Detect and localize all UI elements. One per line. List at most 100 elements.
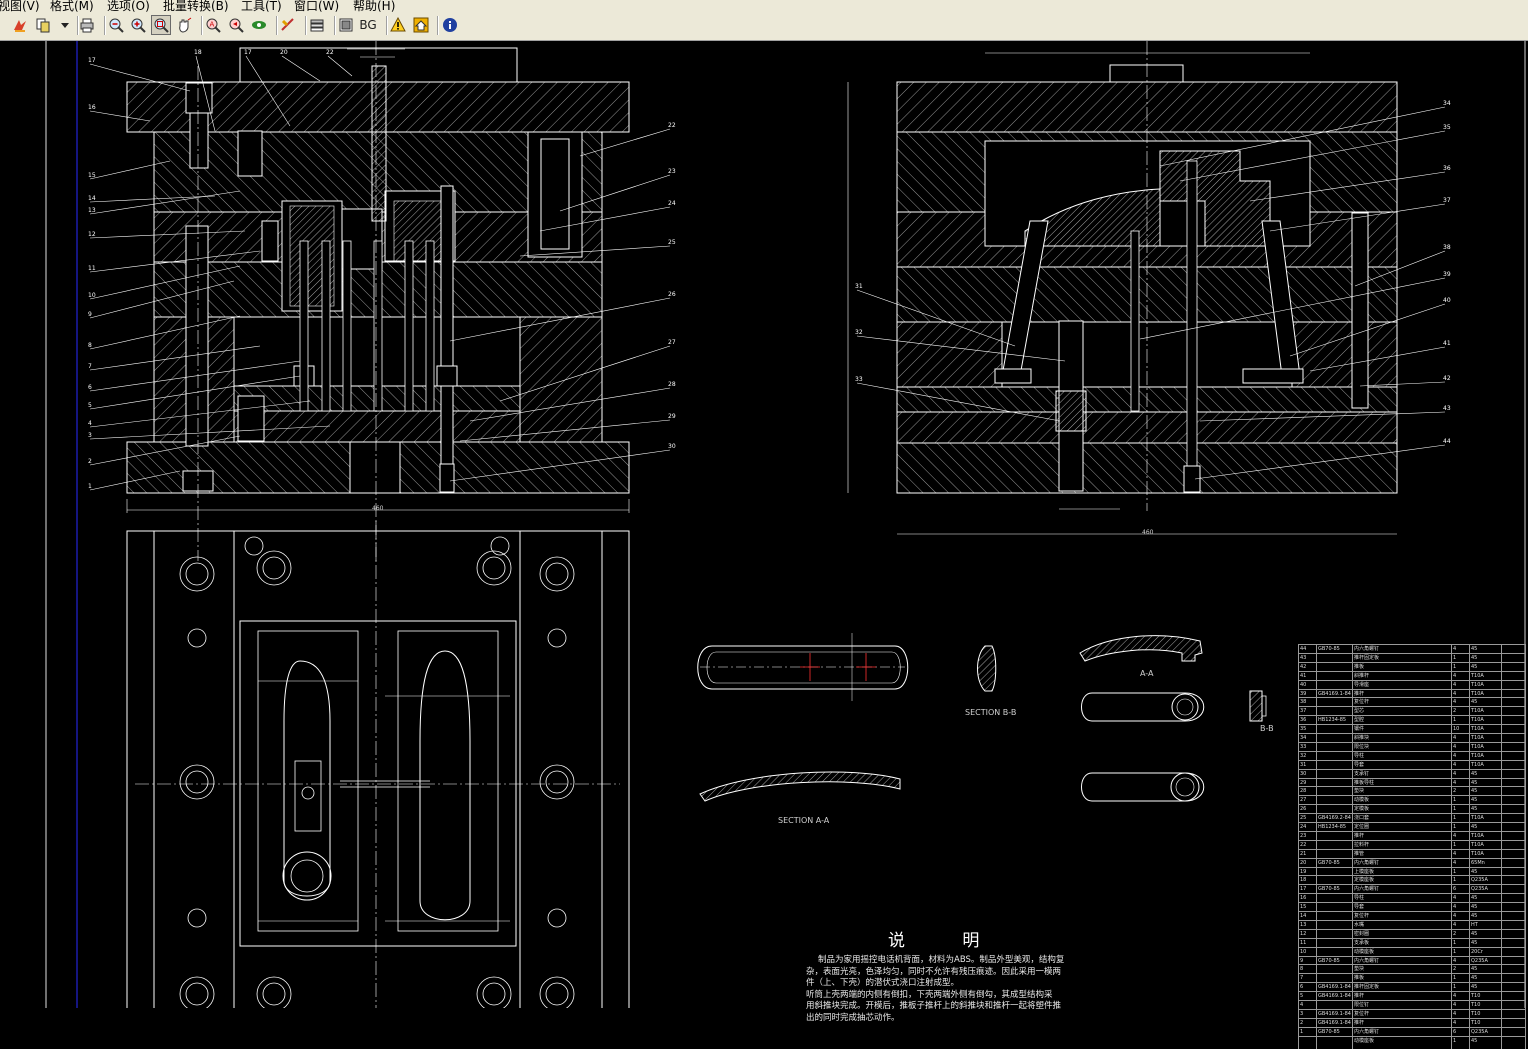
- callout-right-23: 23: [559, 168, 676, 212]
- bom-cell: T10A: [1471, 690, 1484, 697]
- open-file-button[interactable]: [10, 15, 30, 35]
- bom-cell: 17: [1300, 886, 1307, 893]
- callout-right-view-33: 33: [855, 376, 1061, 422]
- menu-item-0[interactable]: 视图(V): [0, 0, 40, 13]
- zoom-previous-button[interactable]: [226, 15, 246, 35]
- menu-item-6[interactable]: 帮助(H): [353, 0, 396, 13]
- bom-cell: 45: [1471, 895, 1478, 902]
- bom-cell: 镶件: [1354, 726, 1365, 733]
- callout-right-28: 28: [469, 381, 676, 422]
- plan-hole-7-1: [482, 556, 506, 580]
- bom-cell: 65Mn: [1471, 859, 1485, 866]
- menu-item-3[interactable]: 批量转换(B): [163, 0, 229, 13]
- bom-cell: 1: [1453, 877, 1457, 884]
- bom-cell: 1: [1453, 939, 1457, 946]
- bom-cell: 4: [1453, 1010, 1457, 1017]
- callout-top-20: 20: [280, 49, 321, 82]
- svg-text:3: 3: [88, 432, 92, 439]
- home-button[interactable]: [411, 15, 431, 35]
- zoom-window-icon: [154, 18, 169, 33]
- bom-cell: T10: [1471, 1010, 1481, 1017]
- view-eye-icon: [252, 21, 266, 29]
- svg-text:13: 13: [88, 207, 96, 214]
- dropdown-arrow-icon: [61, 23, 69, 28]
- zoom-previous-icon: [229, 18, 244, 33]
- zoom-all-button[interactable]: A: [203, 15, 223, 35]
- bom-cell: 1: [1453, 663, 1457, 670]
- callout-right-view-40: 40: [1289, 297, 1451, 357]
- callout-2: 2: [88, 435, 241, 466]
- bom-column-line: [1298, 644, 1299, 1049]
- bom-cell: 45: [1471, 806, 1478, 813]
- bom-cell: 41: [1300, 672, 1307, 679]
- menu-item-1[interactable]: 格式(M): [50, 0, 94, 13]
- menu-item-5[interactable]: 窗口(W): [294, 0, 340, 13]
- dropdown-arrow-button[interactable]: [55, 15, 75, 35]
- bom-cell: Q235A: [1471, 886, 1488, 893]
- print-button[interactable]: [77, 15, 97, 35]
- open-file-icon: [14, 20, 26, 32]
- zoom-out-button[interactable]: [106, 15, 126, 35]
- copy-button[interactable]: [33, 15, 53, 35]
- plan-small-hole-1: [547, 628, 567, 648]
- bom-cell: 推杆: [1354, 1019, 1365, 1026]
- info-button[interactable]: [440, 15, 460, 35]
- bom-cell: 44: [1300, 646, 1307, 652]
- view-eye-button[interactable]: [249, 15, 269, 35]
- zoom-in-button[interactable]: [128, 15, 148, 35]
- svg-text:11: 11: [88, 265, 96, 272]
- bom-cell: 45: [1471, 654, 1478, 661]
- zoom-window-button[interactable]: [151, 15, 171, 35]
- pan-hand-button[interactable]: [174, 15, 194, 35]
- section-bb-label-2: B-B: [1260, 724, 1274, 733]
- bom-cell: 4: [1453, 672, 1457, 679]
- bom-cell: 定位圈: [1354, 824, 1370, 830]
- bom-cell: 23: [1300, 832, 1307, 839]
- menu-item-2[interactable]: 选项(O): [107, 0, 150, 13]
- toolbar-separator: [201, 16, 203, 35]
- frame-button[interactable]: [336, 15, 356, 35]
- bom-cell: 22: [1300, 841, 1307, 848]
- bom-cell: 33: [1300, 743, 1307, 750]
- notes-line: 出的同时完成抽芯动作。: [806, 1012, 900, 1023]
- bom-cell: 复位杆: [1354, 699, 1370, 706]
- plan-hole-9-0: [476, 976, 512, 1008]
- svg-text:44: 44: [1443, 438, 1451, 445]
- dimension-460-right: 460: [1142, 529, 1154, 536]
- pan-hand-icon: [179, 17, 192, 33]
- measure-button[interactable]: [278, 15, 298, 35]
- bom-cell: 4: [1453, 690, 1457, 697]
- plan-hole-8-1: [262, 982, 286, 1006]
- bom-cell: 45: [1471, 913, 1478, 919]
- menu-item-4[interactable]: 工具(T): [241, 0, 282, 13]
- bom-cell: GB70-85: [1318, 859, 1340, 866]
- bg-button[interactable]: BG: [358, 15, 378, 35]
- bom-cell: 4: [1453, 770, 1457, 777]
- measure-icon: [281, 18, 294, 31]
- bom-cell: 1: [1453, 975, 1457, 982]
- warning-button[interactable]: [388, 15, 408, 35]
- layers-button[interactable]: [307, 15, 327, 35]
- bom-cell: 内六角螺钉: [1354, 957, 1380, 964]
- callout-16: 16: [88, 104, 151, 122]
- bom-cell: 推杆: [1354, 993, 1365, 1000]
- callout-right-view-39: 39: [1139, 271, 1451, 340]
- bom-cell: T10A: [1471, 726, 1484, 733]
- svg-text:17: 17: [244, 49, 252, 56]
- plan-holes: [179, 536, 575, 1008]
- bom-cell: 1: [1453, 654, 1457, 661]
- svg-text:25: 25: [668, 239, 676, 246]
- svg-text:27: 27: [668, 339, 676, 346]
